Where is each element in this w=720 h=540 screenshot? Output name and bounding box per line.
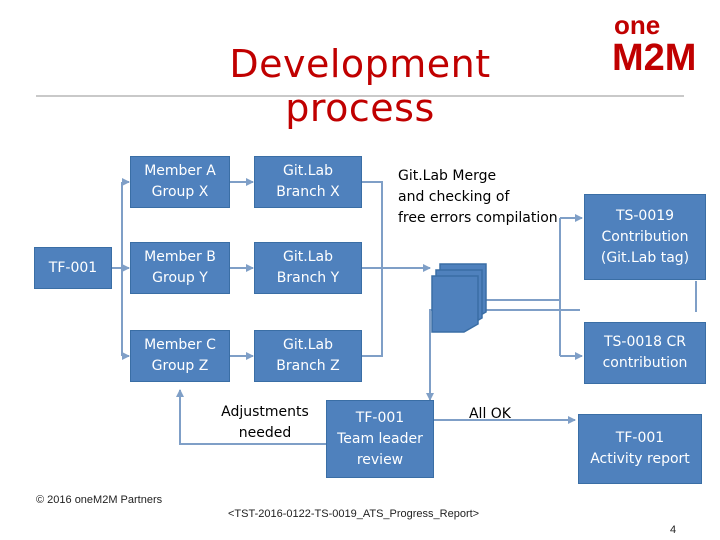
member-a-box: Member A Group X — [130, 156, 230, 208]
page-title: Development process — [229, 42, 491, 130]
title-divider — [36, 95, 684, 97]
tf001-source-box: TF-001 — [34, 247, 112, 289]
member-c-box: Member C Group Z — [130, 330, 230, 382]
copyright-text: © 2016 oneM2M Partners — [36, 494, 163, 506]
onem2m-logo: one M2M — [612, 10, 696, 74]
all-ok-label: All OK — [468, 406, 511, 422]
logo-text-one: one — [614, 10, 660, 40]
ts0019-contribution-box: TS-0019 Contribution (Git.Lab tag) — [584, 194, 706, 280]
gitlab-branch-y-box: Git.Lab Branch Y — [254, 242, 362, 294]
team-leader-review-box: TF-001 Team leader review — [326, 400, 434, 478]
ts0018-cr-box: TS-0018 CR contribution — [584, 322, 706, 384]
gitlab-branch-x-box: Git.Lab Branch X — [254, 156, 362, 208]
activity-report-box: TF-001 Activity report — [578, 414, 702, 484]
gitlab-branch-z-box: Git.Lab Branch Z — [254, 330, 362, 382]
to-team-leader — [429, 309, 580, 392]
document-stack-icon — [431, 263, 487, 333]
logo-text-m2m: M2M — [612, 37, 696, 74]
page-number: 4 — [670, 524, 677, 536]
adjustments-label: Adjustments needed — [221, 404, 309, 441]
merge-label: Git.Lab Merge and checking of free error… — [398, 168, 558, 226]
document-id-text: <TST-2016-0122-TS-0019_ATS_Progress_Repo… — [228, 508, 480, 520]
member-b-box: Member B Group Y — [130, 242, 230, 294]
